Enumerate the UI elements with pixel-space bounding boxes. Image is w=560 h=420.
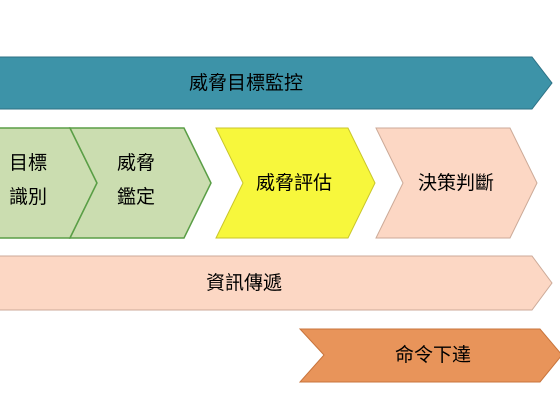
top-bar-arrow xyxy=(0,56,553,110)
command-bar-label: 命令下達 xyxy=(395,344,471,366)
top-bar-threat-monitoring: 威脅目標監控 xyxy=(0,56,553,110)
stage-label: 決策判斷 xyxy=(418,172,494,194)
command-bar-arrow xyxy=(298,328,560,383)
stage-label-line-1: 威脅 xyxy=(117,152,155,174)
command-issuance-bar: 命令下達 xyxy=(298,328,560,383)
stage-label: 威脅評估 xyxy=(256,172,332,194)
stage-threat-assessment-identification: 威脅 鑑定 xyxy=(68,127,212,239)
info-bar-arrow xyxy=(0,255,553,311)
top-bar-label: 威脅目標監控 xyxy=(189,72,303,94)
stage-decision-judgment: 決策判斷 xyxy=(375,127,538,239)
info-transfer-bar: 資訊傳遞 xyxy=(0,255,553,311)
stage-chevron xyxy=(68,127,212,239)
stage-chevron xyxy=(215,127,376,239)
stage-chevron xyxy=(375,127,538,239)
stage-threat-evaluation: 威脅評估 xyxy=(215,127,376,239)
stage-label-line-1: 目標 xyxy=(9,152,47,174)
info-bar-label: 資訊傳遞 xyxy=(206,272,282,294)
stage-label-line-2: 鑑定 xyxy=(117,186,155,208)
stage-label-line-2: 識別 xyxy=(9,186,47,208)
